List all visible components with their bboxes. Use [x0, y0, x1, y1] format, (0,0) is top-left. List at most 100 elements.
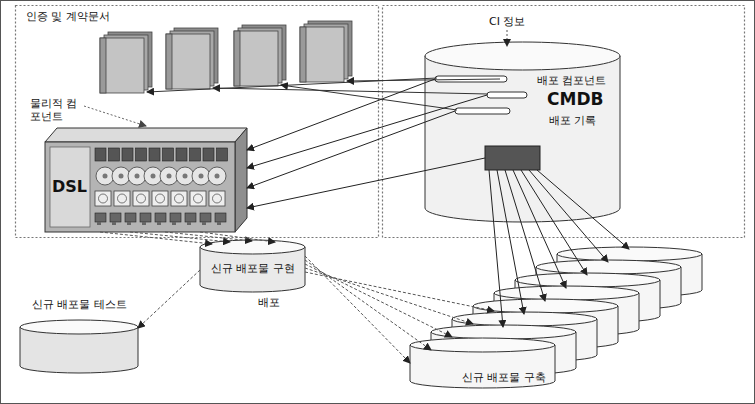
connector	[247, 79, 487, 208]
case-reel	[118, 194, 127, 203]
cabinet-front	[45, 142, 235, 232]
media-cassette	[110, 213, 121, 222]
ci-arrow	[507, 30, 508, 46]
cabinet-panel	[50, 147, 90, 227]
node-text: 신규 배포물 구축	[462, 371, 546, 384]
document-arrow	[281, 85, 457, 110]
media-box	[95, 148, 106, 161]
cylinder-top	[536, 260, 681, 274]
case-reel	[99, 194, 108, 203]
component-slot	[487, 92, 527, 98]
media-cassette	[185, 213, 196, 222]
document-arrow	[347, 79, 500, 81]
component-slot	[455, 108, 510, 114]
connector	[138, 270, 200, 328]
case-reel	[213, 194, 222, 203]
dsl-cabinet	[45, 128, 247, 232]
connector-strand	[247, 111, 455, 188]
disc-hole	[183, 174, 188, 179]
cassette-tab	[217, 222, 221, 225]
node-text: 신규 배포물 테스트	[32, 298, 127, 311]
disc-hole	[103, 174, 108, 179]
case-reel	[137, 194, 146, 203]
cassette-tab	[127, 222, 131, 225]
caption-label: 물리적 컴포넌트	[30, 97, 80, 123]
node-shape	[425, 42, 620, 222]
media-cassette	[200, 213, 211, 222]
document-arrow	[213, 88, 488, 94]
media-cassette	[215, 213, 226, 222]
cmdb-region	[383, 6, 745, 238]
media-disc	[96, 167, 114, 185]
cassette-tab	[112, 222, 116, 225]
media-disc	[112, 167, 130, 185]
cylinder-top	[431, 325, 576, 339]
connector-strand	[521, 170, 587, 275]
connector-strand	[505, 170, 545, 301]
cylinder-top	[20, 320, 138, 334]
cassette-tab	[157, 222, 161, 225]
build-database: 신규 배포물 구현	[200, 240, 305, 292]
cassette-tab	[202, 222, 206, 225]
media-cassette	[125, 213, 136, 222]
node-text: CMDB	[547, 89, 603, 109]
document-icons	[100, 21, 352, 93]
connector	[489, 170, 629, 327]
media-box	[203, 148, 214, 161]
dsl-region	[16, 6, 379, 238]
media-box	[163, 148, 174, 161]
cylinder-top	[425, 42, 620, 70]
cassette-tab	[142, 222, 146, 225]
document-arrows	[147, 78, 500, 110]
cylinder-top	[557, 247, 702, 261]
media-box	[190, 148, 201, 161]
cylinder-top	[473, 299, 618, 313]
connector-strand	[489, 170, 503, 327]
caption-label: CI 정보	[489, 15, 525, 28]
disc-hole	[151, 174, 156, 179]
leader-line	[84, 106, 146, 126]
media-box	[217, 148, 228, 161]
media-box	[176, 148, 187, 161]
connector-strand	[305, 272, 494, 311]
connector-strand	[100, 232, 212, 244]
disc-hole	[215, 174, 220, 179]
caption-label: 인증 및 계약문서	[26, 10, 110, 23]
cmdb-database: 배포 컴포넌트CMDB배포 기록	[425, 42, 620, 222]
media-cassette	[170, 213, 181, 222]
case-reel	[156, 194, 165, 203]
node-text: DSL	[52, 177, 87, 196]
disc-hole	[199, 174, 204, 179]
media-box	[109, 148, 120, 161]
release-databases: 신규 배포물 구축	[410, 247, 702, 390]
cassette-tab	[187, 222, 191, 225]
cylinder-top	[494, 286, 639, 300]
connector-strand	[305, 268, 473, 324]
cylinder-body	[425, 56, 620, 222]
test-database: 신규 배포물 테스트	[20, 298, 138, 373]
media-case	[171, 191, 187, 206]
caption-label: 배포	[258, 296, 280, 309]
build-cylinder	[200, 240, 305, 292]
test-cylinder	[20, 320, 138, 373]
media-box	[149, 148, 160, 161]
media-case	[133, 191, 149, 206]
cylinder-top	[452, 312, 597, 326]
connector-strand	[247, 95, 487, 168]
connector-strand	[529, 170, 608, 262]
connector	[100, 232, 275, 244]
media-case	[209, 191, 225, 206]
media-cassette	[140, 213, 151, 222]
connector-strand	[537, 170, 629, 249]
connector-strand	[165, 232, 252, 241]
cabinet-side	[235, 128, 247, 232]
node-text: 배포 기록	[549, 114, 597, 127]
cabinet-top	[45, 128, 247, 142]
cmdb-cylinder	[425, 42, 620, 222]
media-case	[114, 191, 130, 206]
node-text: 신규 배포물 구현	[211, 262, 295, 275]
media-case	[190, 191, 206, 206]
